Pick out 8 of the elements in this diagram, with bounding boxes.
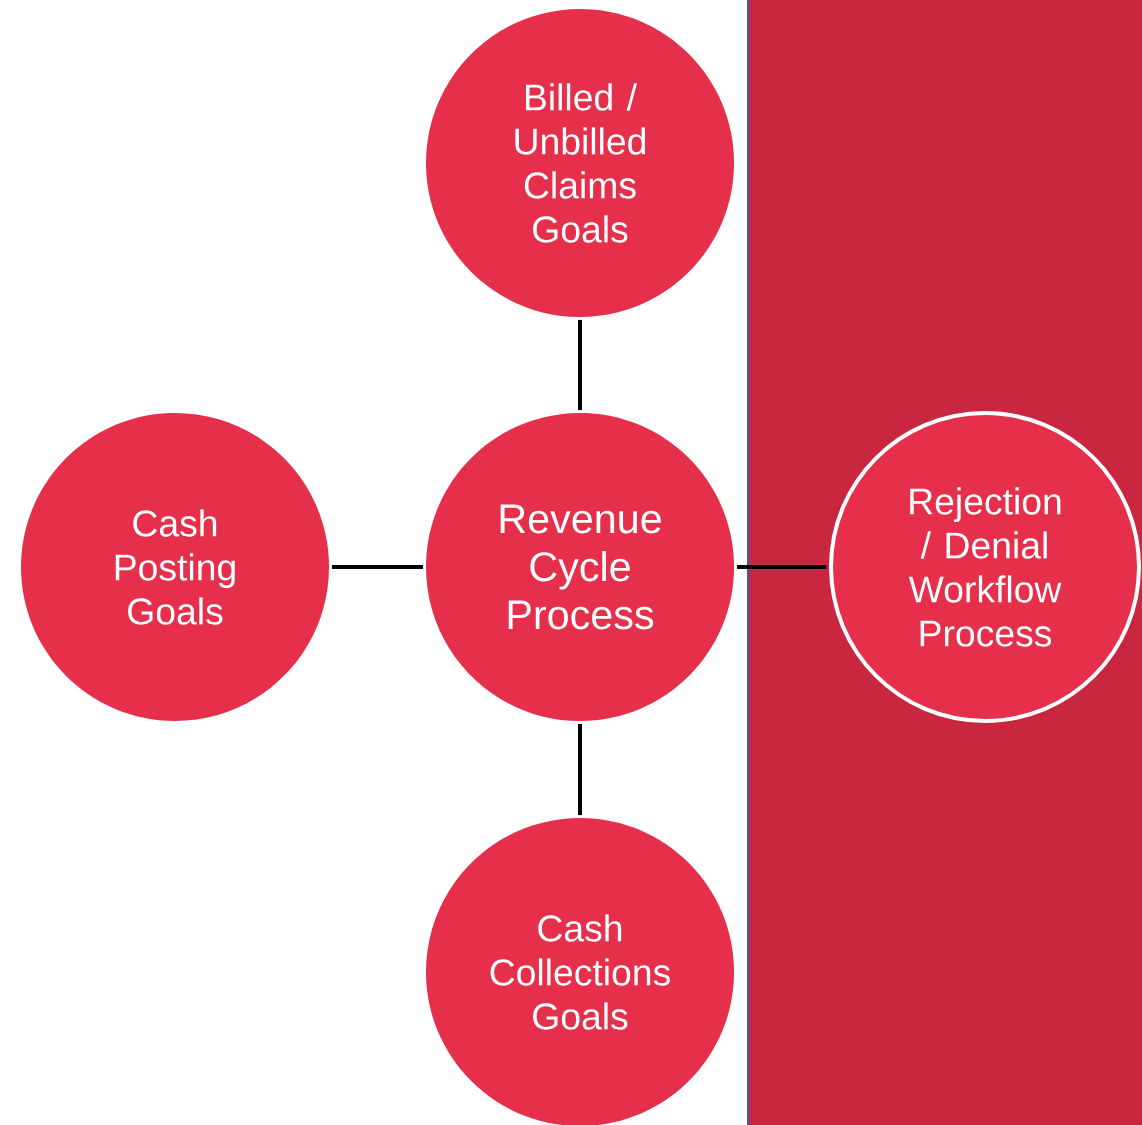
circle-node: Cash Posting Goals (21, 413, 329, 721)
connector-line (736, 565, 827, 569)
connector-line (578, 319, 582, 411)
connector-line (578, 723, 582, 816)
connector-line (331, 565, 424, 569)
circle-node: Rejection / Denial Workflow Process (829, 411, 1141, 723)
circle-node: Revenue Cycle Process (426, 413, 734, 721)
circle-node: Billed / Unbilled Claims Goals (426, 9, 734, 317)
